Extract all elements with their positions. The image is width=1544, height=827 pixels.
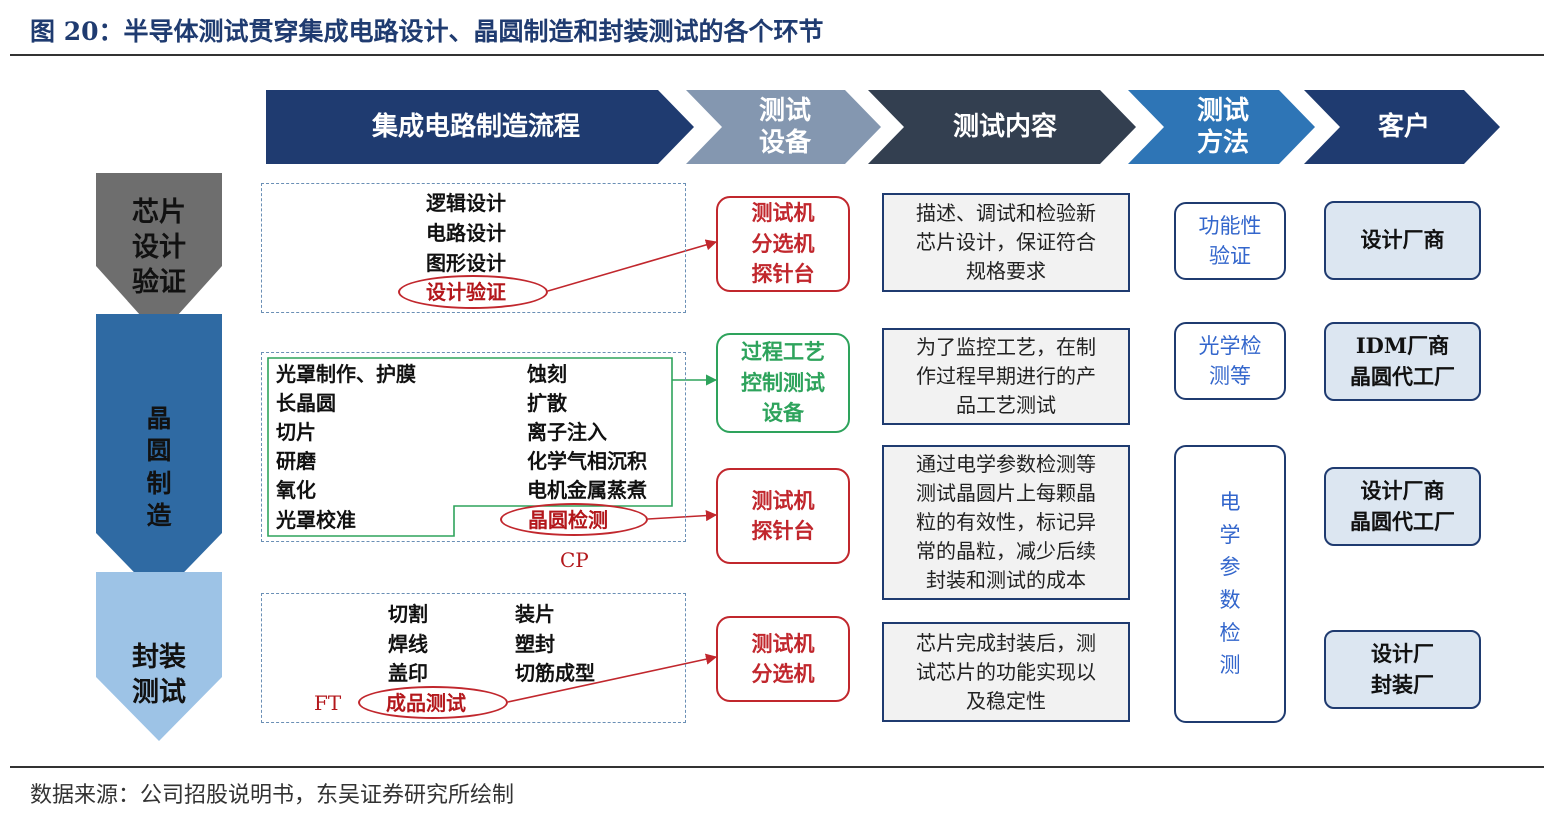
package-highlight-oval: [358, 686, 508, 719]
wafer-step-left: 切片: [276, 420, 316, 444]
footer-divider: [10, 766, 1544, 768]
header-customer-shape: [1304, 90, 1500, 164]
stage-design-shape: [96, 173, 222, 336]
header-content-shape: [868, 90, 1136, 164]
design-process-box: [261, 183, 686, 313]
wafer-step-right: 电机金属蒸煮: [527, 478, 647, 502]
package-step-right: 切筋成型: [515, 661, 595, 685]
wafer-highlight-label: 晶圆检测: [528, 508, 608, 532]
source-note: 数据来源：公司招股说明书，东吴证券研究所绘制: [30, 783, 515, 808]
package-step-left: 盖印: [388, 661, 428, 685]
wafer-step-right: 离子注入: [527, 420, 607, 444]
package-process-box: [261, 593, 686, 723]
content-package: 芯片完成封装后，测 试芯片的功能实现以 及稳定性: [882, 622, 1130, 722]
stage-package-label: 封装 测试: [132, 641, 186, 708]
header-equipment-shape: [686, 90, 881, 164]
package-step-left: 焊线: [388, 632, 428, 656]
method-functional: 功能性 验证: [1174, 202, 1286, 280]
wafer-step-right: 化学气相沉积: [527, 449, 647, 473]
design-step: 逻辑设计: [426, 191, 506, 215]
wafer-step-left: 光罩校准: [276, 508, 356, 532]
design-highlight-label: 设计验证: [426, 280, 506, 304]
content-wafer: 通过电学参数检测等 测试晶圆片上每颗晶 粒的有效性，标记异 常的晶粒，减少后续 …: [882, 445, 1130, 600]
stage-package-shape: [96, 572, 222, 741]
content-design: 描述、调试和检验新 芯片设计，保证符合 规格要求: [882, 193, 1130, 292]
header-flow-shape: [266, 90, 694, 164]
arrow-design-to-equipment: [547, 239, 718, 292]
header-equipment: 测试 设备: [758, 95, 811, 159]
wafer-process-box: [261, 352, 686, 542]
customer-design: 设计厂商: [1324, 201, 1481, 280]
equipment-process: 过程工艺 控制测试 设备: [716, 333, 850, 433]
header-method-shape: [1128, 90, 1315, 164]
design-step: 电路设计: [426, 221, 506, 245]
method-electrical: 电 学 参 数 检 测: [1174, 445, 1286, 723]
header-content: 测试内容: [952, 111, 1057, 142]
package-highlight-label: 成品测试: [386, 691, 466, 715]
design-highlight-oval: [398, 275, 548, 309]
equipment-package: 测试机 分选机: [716, 616, 850, 702]
equipment-design: 测试机 分选机 探针台: [716, 196, 850, 292]
wafer-step-right: 扩散: [527, 391, 567, 415]
package-step-right: 装片: [515, 602, 555, 626]
stage-design-label: 芯片 设计 验证: [132, 196, 186, 299]
header-method: 测试 方法: [1196, 95, 1249, 159]
package-step-left: 切割: [388, 602, 428, 626]
method-optical: 光学检 测等: [1174, 322, 1286, 400]
arrow-wafer-to-equipment: [647, 510, 718, 522]
content-process: 为了监控工艺，在制 作过程早期进行的产 品工艺测试: [882, 328, 1130, 425]
design-step: 图形设计: [426, 251, 506, 275]
figure-title: 图 20：半导体测试贯穿集成电路设计、晶圆制造和封装测试的各个环节: [30, 17, 824, 46]
stage-wafer-label: 晶 圆 制 造: [146, 403, 172, 531]
wafer-step-right: 蚀刻: [527, 362, 567, 386]
customer-process: IDM厂商 晶圆代工厂: [1324, 322, 1481, 401]
customer-package: 设计厂 封装厂: [1324, 630, 1481, 709]
wafer-step-left: 氧化: [276, 478, 316, 502]
equipment-wafer: 测试机 探针台: [716, 468, 850, 564]
package-step-right: 塑封: [515, 632, 555, 656]
customer-wafer: 设计厂商 晶圆代工厂: [1324, 467, 1481, 546]
wafer-step-left: 长晶圆: [276, 391, 336, 415]
cp-marker: CP: [560, 548, 589, 572]
header-flow: 集成电路制造流程: [371, 111, 580, 142]
stage-wafer-shape: [96, 314, 222, 598]
wafer-step-left: 研磨: [276, 449, 316, 473]
header-customer: 客户: [1377, 111, 1430, 142]
wafer-step-left: 光罩制作、护膜: [276, 362, 416, 386]
title-divider: [10, 54, 1544, 56]
arrow-package-to-equipment: [507, 653, 718, 703]
ft-marker: FT: [314, 691, 342, 715]
wafer-highlight-oval: [500, 503, 648, 536]
